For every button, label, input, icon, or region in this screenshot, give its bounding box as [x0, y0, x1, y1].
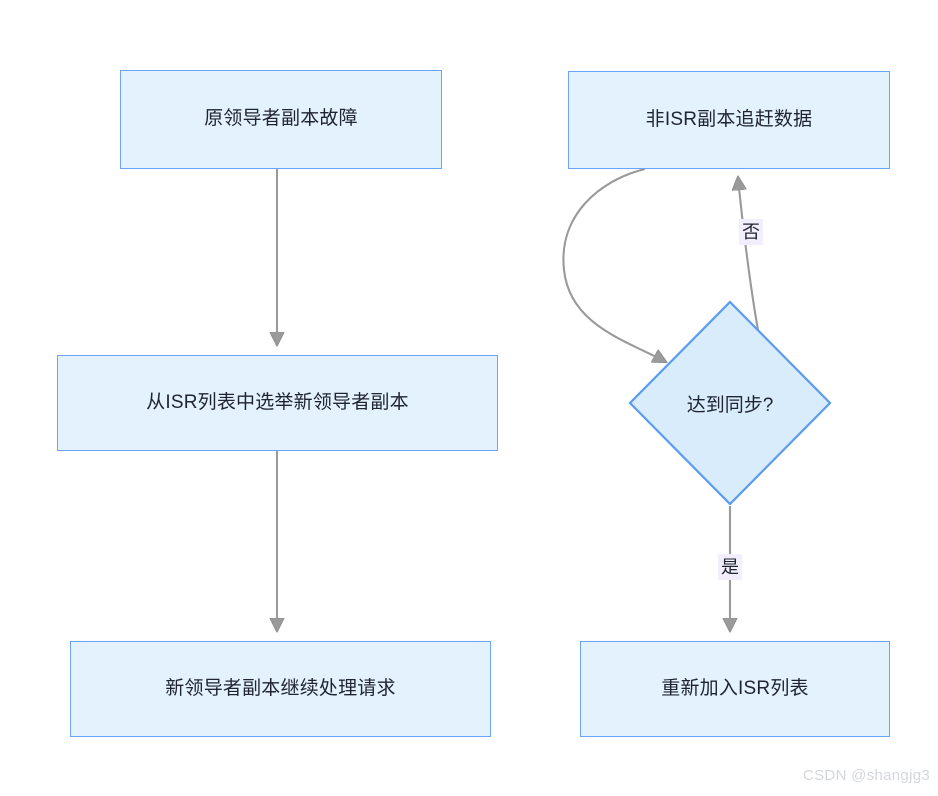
diamond-shape: [628, 300, 832, 506]
node-label: 新领导者副本继续处理请求: [165, 677, 396, 699]
edge-label-yes: 是: [718, 554, 742, 580]
node-non-isr-replica-catch-up[interactable]: 非ISR副本追赶数据: [568, 71, 890, 169]
edge-label-no: 否: [739, 219, 763, 245]
node-rejoin-isr-list[interactable]: 重新加入ISR列表: [580, 641, 890, 737]
node-sync-reached-decision[interactable]: 达到同步?: [628, 300, 832, 506]
node-label: 从ISR列表中选举新领导者副本: [146, 391, 409, 413]
watermark: CSDN @shangjg3: [803, 767, 930, 784]
node-new-leader-handles-requests[interactable]: 新领导者副本继续处理请求: [70, 641, 491, 737]
node-original-leader-failure[interactable]: 原领导者副本故障: [120, 70, 442, 169]
node-label: 达到同步?: [686, 394, 774, 416]
edge-n4-n5: [562, 167, 666, 362]
node-elect-new-leader-from-isr[interactable]: 从ISR列表中选举新领导者副本: [57, 355, 498, 451]
node-label: 非ISR副本追赶数据: [645, 108, 813, 130]
node-label: 重新加入ISR列表: [661, 677, 809, 699]
node-label: 原领导者副本故障: [204, 108, 358, 130]
edge-n5-n4-no: [738, 177, 760, 331]
